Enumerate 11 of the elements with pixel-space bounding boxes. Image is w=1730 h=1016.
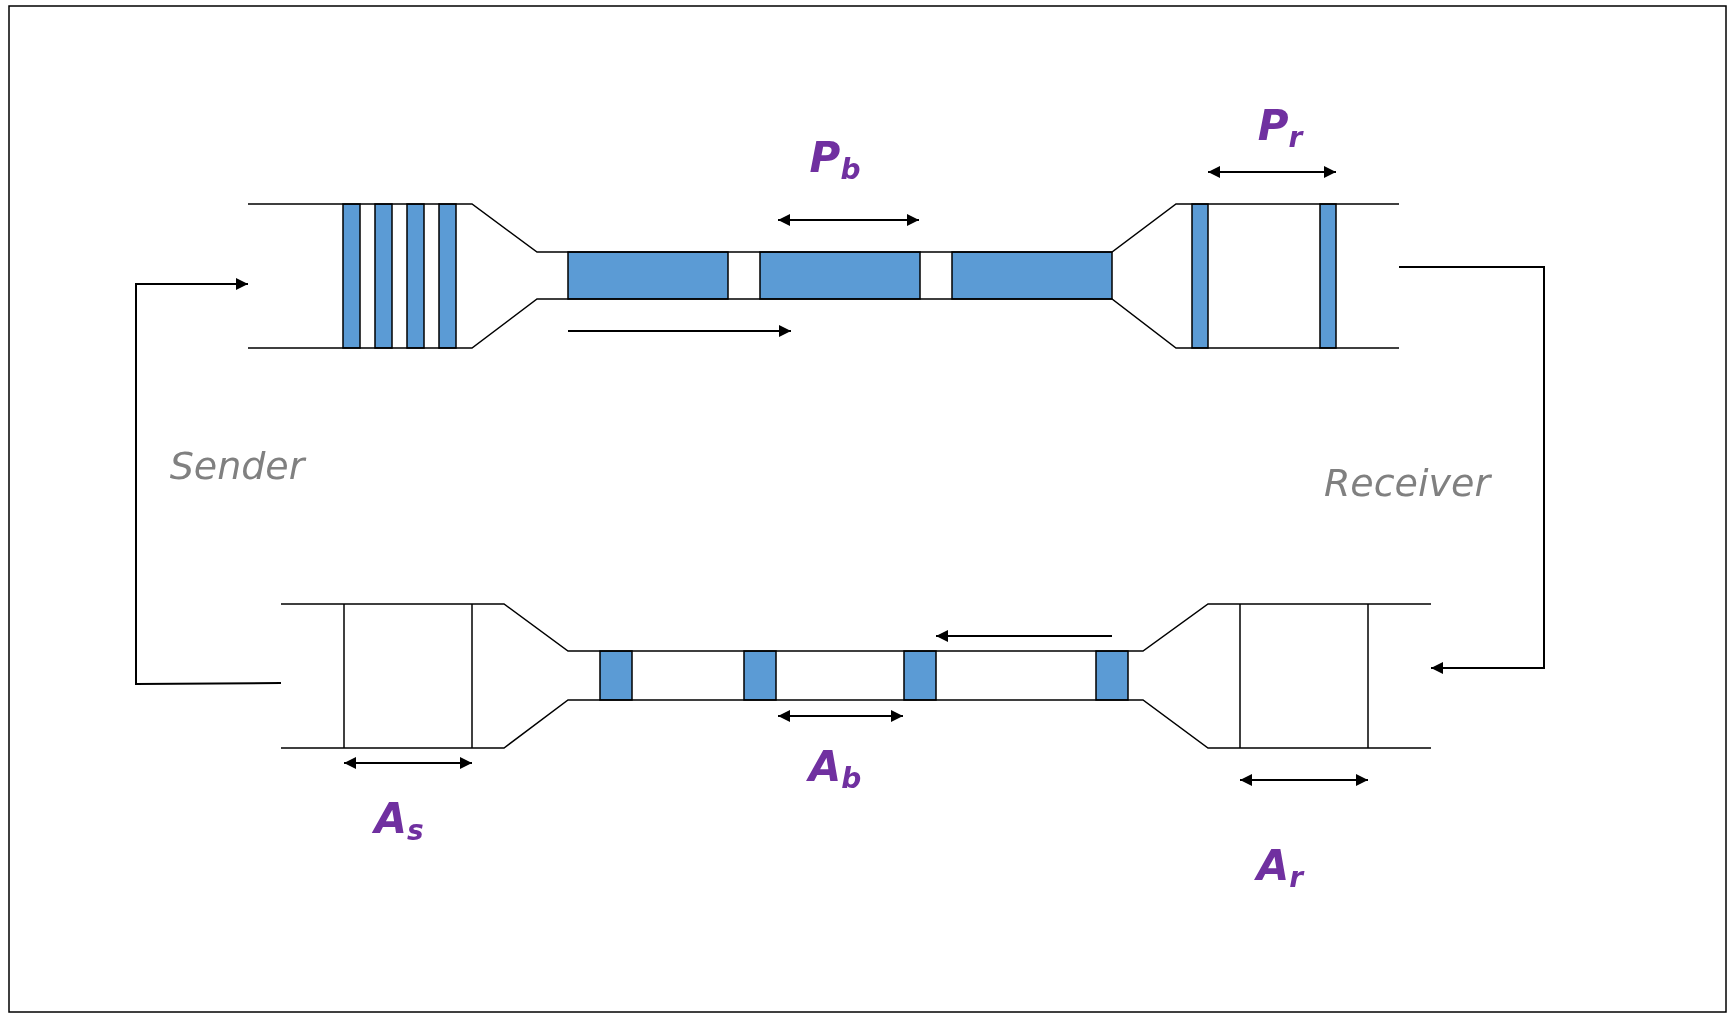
symbol-label: A$_{b}$: [808, 745, 862, 793]
feedback-arrow: [135, 278, 282, 685]
symbol-label: P$_{r}$: [1257, 104, 1303, 152]
side-label: Sender: [169, 447, 305, 485]
feedback-arrow: [1398, 266, 1545, 674]
pipe-drawing: [280, 603, 1432, 749]
symbol-label: A$_{s}$: [374, 797, 424, 845]
symbol-label: P$_{b}$: [809, 136, 861, 184]
side-label: Receiver: [1323, 464, 1491, 502]
symbol-label: A$_{r}$: [1256, 844, 1304, 892]
pipe-drawing: [247, 203, 1400, 349]
